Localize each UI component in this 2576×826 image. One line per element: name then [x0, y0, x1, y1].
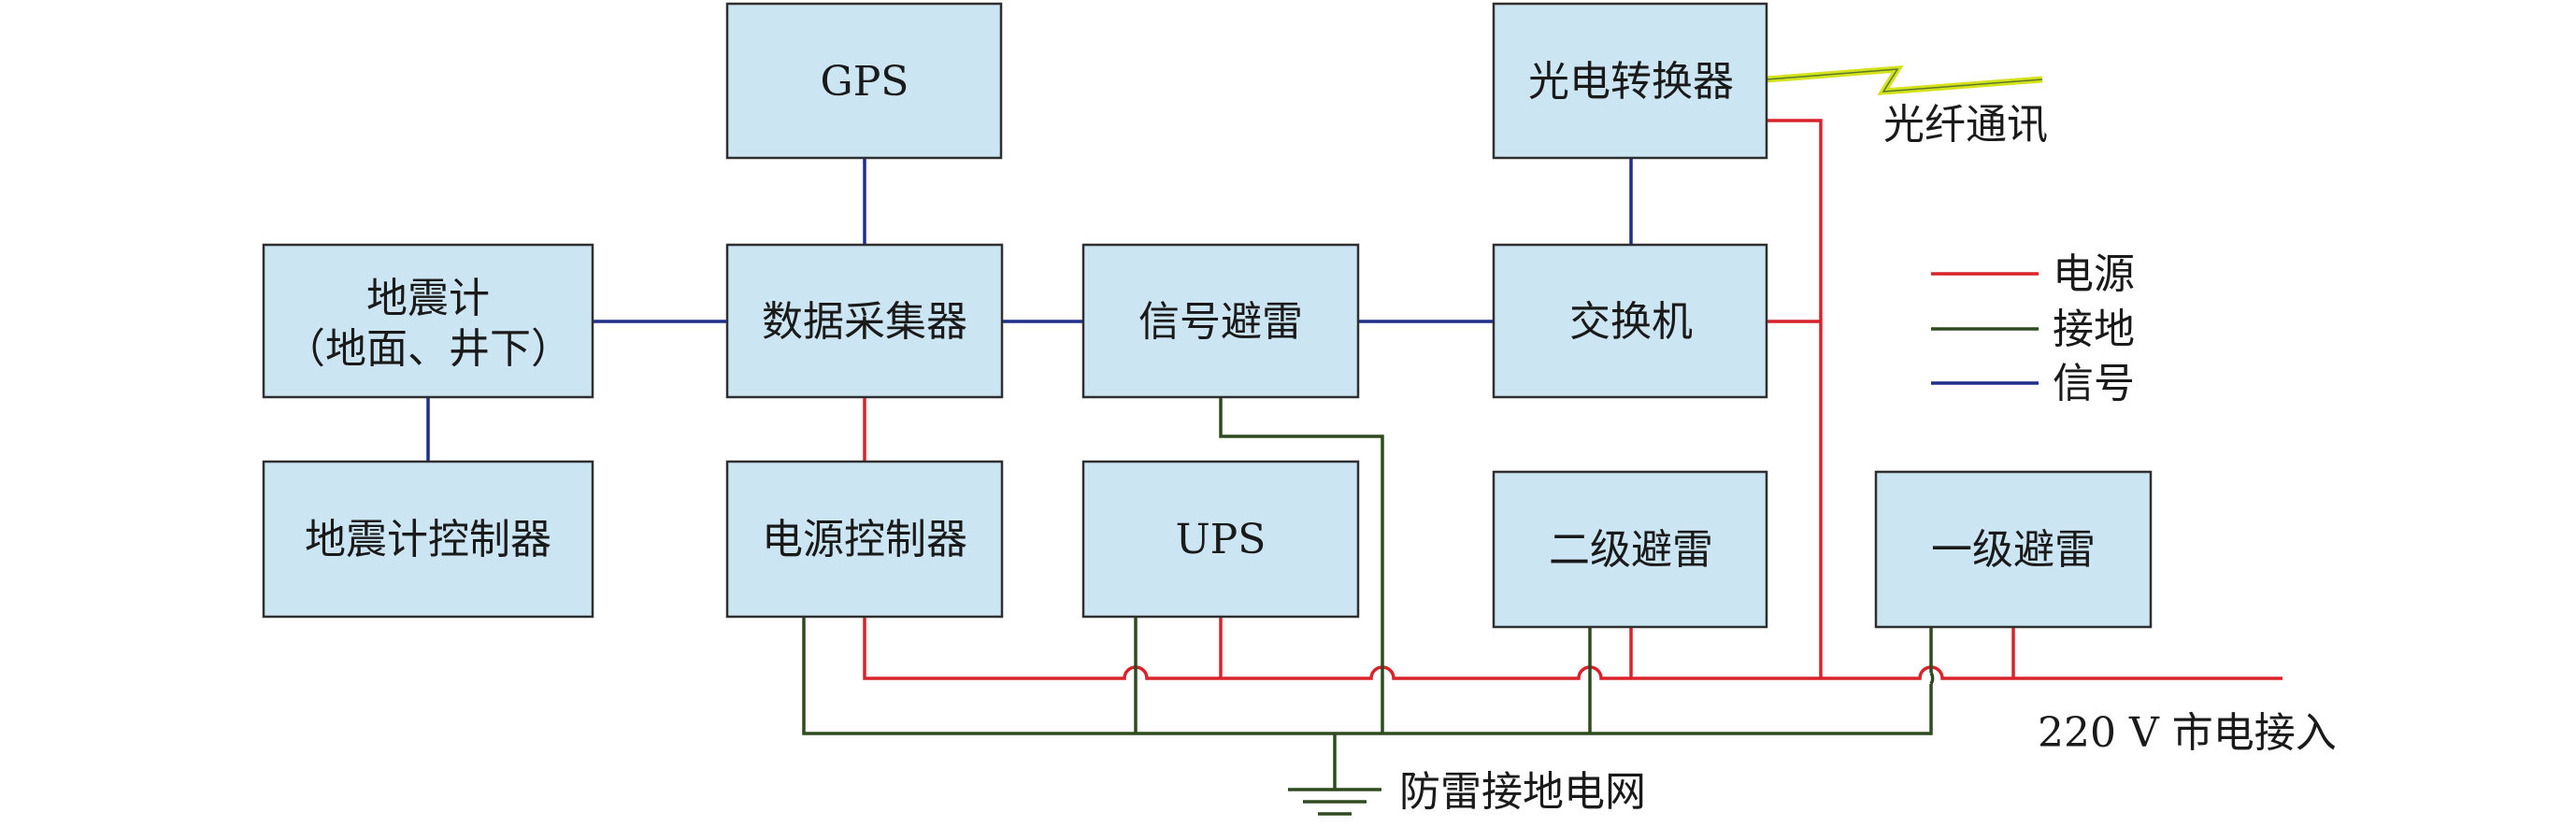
legend-signal-label: 信号: [2053, 360, 2135, 407]
seismometer-sublabel: （地面、井下）: [284, 325, 572, 373]
mains-label: 220 V 市电接入: [2038, 709, 2337, 757]
primary-lightning-box: 一级避雷: [1874, 470, 2153, 629]
fiber-lightning-outline: [1766, 68, 2043, 93]
oe-converter-label: 光电转换器: [1528, 58, 1734, 106]
power-riser: [1767, 119, 1823, 678]
legend: 电源 接地 信号: [1931, 250, 2135, 407]
fiber-lightning-icon: [1766, 64, 2043, 96]
signal-lightning-box: 信号避雷: [1081, 243, 1360, 399]
power-lines: [863, 119, 2283, 680]
seismometer-controller-label: 地震计控制器: [305, 516, 551, 563]
power-controller-box: 电源控制器: [725, 460, 1004, 619]
gps-box: GPS: [725, 2, 1003, 160]
switch-box: 交换机: [1492, 243, 1768, 399]
ground-bus: [802, 617, 1933, 735]
ground-drop-primary-hop: [1929, 672, 1935, 685]
seismometer-controller-box: 地震计控制器: [262, 460, 594, 619]
gps-label: GPS: [821, 58, 909, 106]
ground-net-label: 防雷接地电网: [1399, 768, 1646, 816]
data-acquisition-box: 数据采集器: [725, 243, 1004, 399]
signal-lightning-label: 信号避雷: [1138, 298, 1303, 346]
fiber-label: 光纤通讯: [1883, 101, 2048, 149]
ground-lines: [802, 397, 1935, 816]
legend-power-label: 电源: [2053, 250, 2135, 298]
power-controller-label: 电源控制器: [762, 516, 967, 563]
oe-converter-box: 光电转换器: [1492, 2, 1768, 160]
ups-box: UPS: [1081, 460, 1360, 619]
secondary-lightning-label: 二级避雷: [1549, 526, 1713, 574]
signal-lines: [426, 158, 1633, 462]
seismometer-label: 地震计: [366, 275, 490, 322]
primary-lightning-label: 一级避雷: [1931, 526, 2096, 574]
ground-drop-signal-lightning: [1219, 397, 1384, 733]
secondary-lightning-box: 二级避雷: [1492, 470, 1768, 629]
ups-label: UPS: [1176, 516, 1267, 563]
seismometer-box: 地震计 （地面、井下）: [262, 243, 594, 399]
legend-ground-label: 接地: [2053, 306, 2135, 353]
data-acquisition-label: 数据采集器: [762, 298, 967, 346]
power-bus: [863, 617, 2283, 680]
fiber-link: [1766, 64, 2043, 96]
switch-label: 交换机: [1569, 298, 1693, 346]
